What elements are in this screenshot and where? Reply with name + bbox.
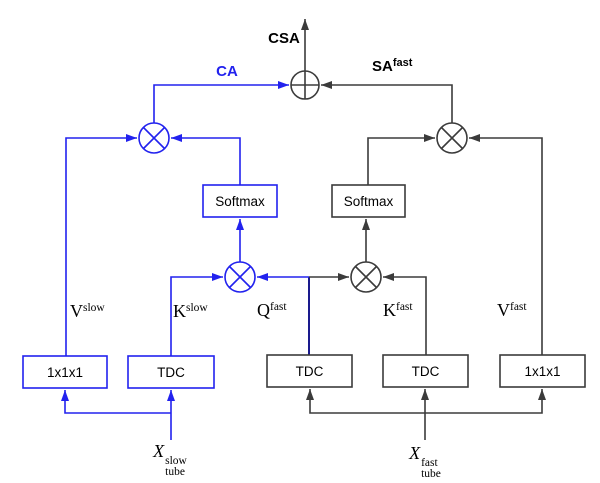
v-slow-base: V (70, 301, 83, 321)
v-fast-wire (469, 134, 543, 355)
sa-base: SA (372, 58, 393, 75)
v-fast-label: Vfast (497, 300, 527, 321)
k-fast-wire (383, 273, 427, 355)
tdc-q-label: TDC (295, 363, 324, 379)
conv-fast-box (499, 354, 586, 388)
v-fast-base: V (497, 300, 510, 320)
conv-slow-label: 1x1x1 (46, 364, 84, 380)
multiply-cross-fast-top (440, 126, 464, 150)
tdc-slow-box (127, 355, 215, 389)
v-slow-wire (65, 134, 137, 356)
softmax-slow-to-multiply-wire (171, 134, 241, 185)
ca-output-label: CA (216, 63, 238, 80)
sa-sup: fast (392, 57, 413, 69)
tdc-q-box (266, 354, 353, 388)
fast-path-wires (301, 19, 546, 440)
ca-text: CA (216, 63, 238, 80)
tdc-slow-label: TDC (157, 364, 185, 380)
k-slow-wire (170, 273, 223, 356)
conv-fast-label: 1x1x1 (524, 363, 561, 379)
k-slow-base: K (173, 301, 186, 321)
x-slow-base: X (153, 441, 165, 461)
sa-fast-output-wire (321, 81, 453, 123)
q-fast-base: Q (257, 300, 270, 320)
k-slow-label: Kslow (173, 301, 208, 322)
x-slow-sub: tube (165, 466, 185, 478)
slow-operator-nodes (138, 122, 256, 293)
tdc-k-fast-label: TDC (411, 363, 440, 379)
softmax-fast-box (331, 184, 406, 218)
softmax-slow-label: Softmax (215, 193, 265, 209)
softmax-fast-to-multiply-wire (367, 134, 435, 185)
v-slow-label: Vslow (70, 301, 105, 322)
fast-operator-nodes (290, 70, 468, 293)
x-slow-sup: slow (165, 455, 187, 467)
x-fast-branch-left-wire (306, 389, 425, 414)
x-fast-branch-right-wire (425, 389, 546, 414)
ca-output-wire (153, 81, 289, 123)
multiply-cross-slow-bottom (228, 265, 252, 289)
slow-path-wires (61, 81, 309, 440)
fast-boxes (266, 184, 586, 388)
x-slow-to-conv-wire (61, 390, 171, 414)
add-cross-csa (291, 71, 319, 99)
softmax-slow-box (202, 184, 278, 218)
multiply-cross-fast-bottom (354, 265, 378, 289)
k-fast-sup: fast (396, 301, 413, 313)
v-slow-sup: slow (83, 302, 105, 314)
v-fast-sup: fast (510, 301, 527, 313)
multiply-cross-slow-top (142, 126, 166, 150)
x-fast-sub: tube (421, 468, 441, 480)
csa-output-label: CSA (268, 30, 300, 47)
tdc-k-fast-box (382, 354, 469, 388)
x-fast-base: X (409, 443, 421, 463)
k-fast-label: Kfast (383, 300, 413, 321)
sa-fast-output-label: SAfast (372, 57, 412, 75)
k-fast-base: K (383, 300, 396, 320)
k-slow-sup: slow (186, 302, 208, 314)
q-fast-label: Qfast (257, 300, 287, 321)
slow-boxes (22, 184, 278, 389)
conv-slow-box (22, 355, 108, 389)
x-fast-sup: fast (421, 457, 438, 469)
softmax-fast-label: Softmax (343, 193, 394, 209)
q-fast-sup: fast (270, 301, 287, 313)
